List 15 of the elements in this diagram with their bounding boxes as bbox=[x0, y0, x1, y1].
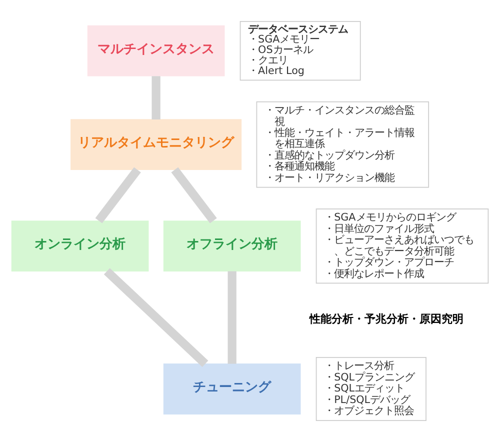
node-box: ・トレース分析 ・SQLプランニング ・SQLエディット ・PL/SQLデバッグ ・オブジェクト照会 bbox=[316, 356, 426, 420]
connector bbox=[228, 270, 236, 364]
connector bbox=[104, 268, 208, 366]
node-box: ・SGAメモリからのロギング ・日単位のファイル形式 ・ビューアーさえあればいつでも、どこでもデータ分析可能 ・トップダウン・アプローチ ・便利なレポート作成 bbox=[316, 208, 489, 284]
node-box: ・マルチ・インスタンスの総合監視 ・性能・ウェイト・アラート情報を相互連係 ・直感的なトップダウン分析 ・各種通知機能 ・オート・リアクション機能 bbox=[256, 100, 430, 188]
connector bbox=[171, 166, 217, 223]
connector bbox=[95, 166, 141, 223]
node-box: オンライン分析 bbox=[11, 220, 149, 272]
node-box: リアルタイムモニタリング bbox=[70, 118, 242, 170]
node-box: チューニング bbox=[163, 363, 301, 414]
label: 性能分析・予兆分析・原因究明 bbox=[309, 312, 464, 325]
node-box: データベースシステム ・SGAメモリー ・OSカーネル ・クエリ ・Alert Log bbox=[240, 20, 361, 80]
node-box: マルチインスタンス bbox=[87, 24, 225, 76]
node-box: オフライン分析 bbox=[163, 220, 301, 272]
connector bbox=[152, 76, 160, 119]
